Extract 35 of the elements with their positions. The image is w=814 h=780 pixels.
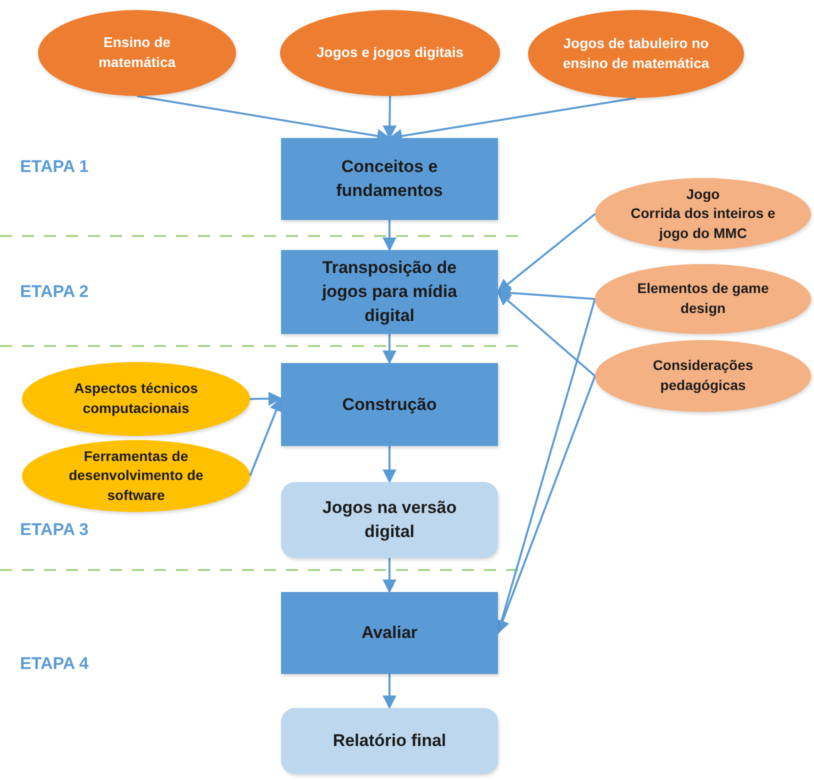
- node-label: Aspectos técnicos computacionais: [73, 379, 199, 418]
- arrow: [496, 213, 596, 293]
- node-label: Construção: [342, 394, 437, 416]
- node-label: Jogo: [686, 184, 720, 204]
- arrow: [496, 291, 596, 377]
- node-label: Jogos de tabuleiro no ensino de matemática: [562, 34, 710, 73]
- stage-label: ETAPA 1: [20, 157, 89, 177]
- node-label: Relatório final: [332, 730, 446, 752]
- stage-label: ETAPA 4: [20, 654, 89, 674]
- node-label: Ensino de matemática: [97, 33, 177, 72]
- process-box: [281, 592, 498, 674]
- stage-label: ETAPA 3: [20, 520, 89, 540]
- arrow: [382, 446, 396, 484]
- node-label: Avaliar: [361, 622, 418, 644]
- process-box: [281, 138, 498, 220]
- node-label: Considerações pedagógicas: [652, 356, 754, 395]
- result-box: [281, 482, 498, 558]
- node-label: Corrida dos inteiros e jogo do MMC: [630, 204, 776, 243]
- result-box: [281, 708, 498, 774]
- arrow: [250, 392, 282, 406]
- node-label: Conceitos e fundamentos: [335, 156, 444, 202]
- arrow: [249, 397, 283, 476]
- arrow: [382, 674, 396, 710]
- node-label: Transposição de jogos para mídia digital: [320, 257, 458, 327]
- stage-label: ETAPA 2: [20, 282, 89, 302]
- node-label: Jogos na versão digital: [321, 497, 458, 543]
- arrow: [382, 558, 396, 594]
- node-label: Ferramentas de desenvolvimento de software: [68, 446, 204, 505]
- process-box: [281, 363, 498, 446]
- arrow: [382, 220, 396, 252]
- process-box: [281, 250, 498, 334]
- node-label: Elementos de game design: [636, 279, 770, 318]
- arrow: [382, 96, 397, 140]
- node-label: Jogos e jogos digitais: [316, 43, 464, 62]
- arrow: [382, 334, 396, 364]
